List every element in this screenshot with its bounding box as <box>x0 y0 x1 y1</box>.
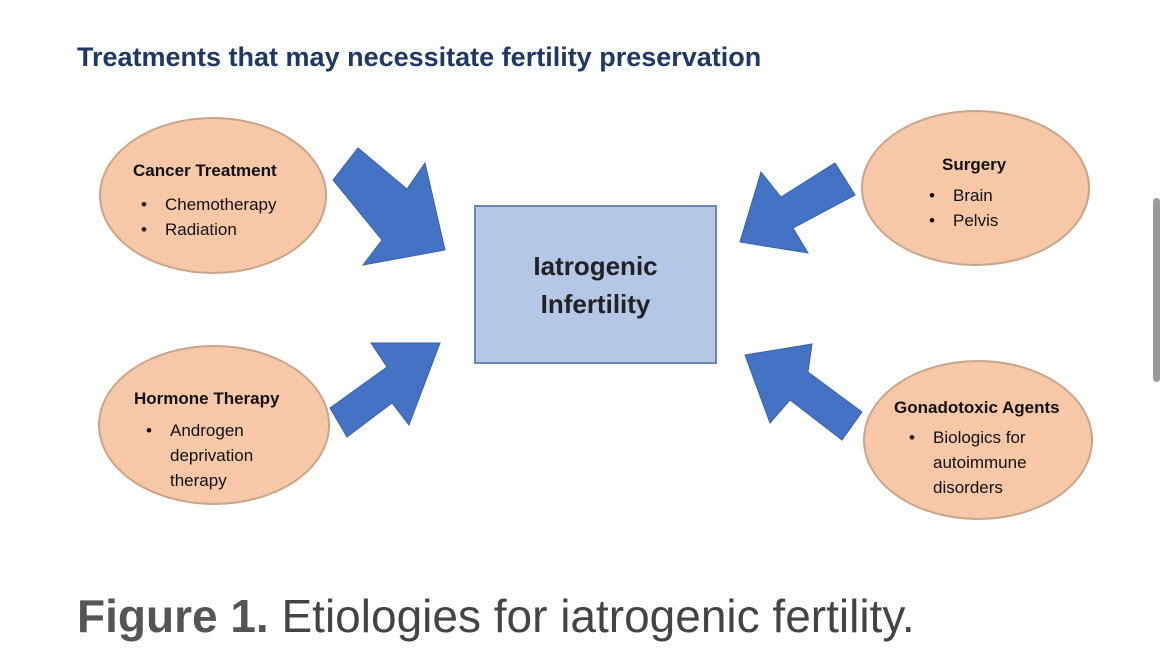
node-hormone-therapy: Hormone Therapy Androgen deprivation the… <box>98 345 330 505</box>
node-item: Chemotherapy <box>139 192 277 217</box>
center-node-iatrogenic-infertility: Iatrogenic Infertility <box>474 205 717 364</box>
arrow-from-cancer <box>332 147 446 266</box>
node-title: Gonadotoxic Agents <box>894 398 1060 417</box>
center-node-label: Iatrogenic Infertility <box>533 250 658 319</box>
node-items: Chemotherapy Radiation <box>139 192 277 242</box>
diagram-title: Treatments that may necessitate fertilit… <box>77 42 762 72</box>
node-items: Brain Pelvis <box>927 183 998 233</box>
node-items: Androgen deprivation therapy <box>144 418 280 493</box>
node-item: Biologics for autoimmune disorders <box>907 425 1063 500</box>
node-items: Biologics for autoimmune disorders <box>907 425 1063 500</box>
node-cancer-treatment: Cancer Treatment Chemotherapy Radiation <box>99 117 327 274</box>
figure-image: Treatments that may necessitate fertilit… <box>0 0 1170 560</box>
arrow-from-surgery <box>739 162 856 254</box>
figure-caption-text: Etiologies for iatrogenic fertility. <box>281 590 915 642</box>
node-title: Cancer Treatment <box>133 161 277 180</box>
node-surgery: Surgery Brain Pelvis <box>861 110 1090 266</box>
arrow-from-gonadotoxic <box>744 343 863 441</box>
node-item: Androgen deprivation therapy <box>144 418 280 493</box>
node-item: Pelvis <box>927 208 998 233</box>
node-title: Hormone Therapy <box>134 389 280 408</box>
node-gonadotoxic-agents: Gonadotoxic Agents Biologics for autoimm… <box>863 360 1093 520</box>
scrollbar-thumb[interactable] <box>1153 198 1160 382</box>
figure-caption: Figure 1. Etiologies for iatrogenic fert… <box>77 589 915 643</box>
figure-caption-label: Figure 1. <box>77 590 269 642</box>
node-title: Surgery <box>942 155 1007 174</box>
node-item: Brain <box>927 183 998 208</box>
arrow-from-hormone <box>329 342 441 438</box>
node-item: Radiation <box>139 217 277 242</box>
